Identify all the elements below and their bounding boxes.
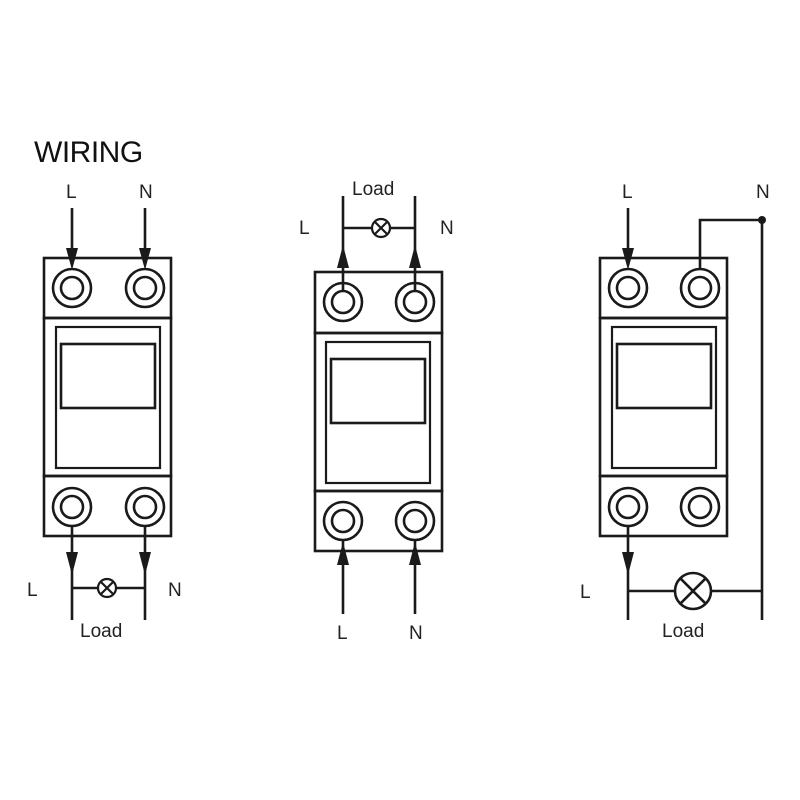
label-L-out: L <box>27 580 38 601</box>
lamp-icon <box>370 217 392 239</box>
meter-housing <box>313 331 444 493</box>
label-N-out: N <box>168 580 182 601</box>
label-L-in: L <box>622 182 633 203</box>
meter-body <box>313 270 444 553</box>
terminal <box>124 486 166 528</box>
bottom-terminal-block <box>313 489 444 553</box>
top-terminal-block <box>598 256 729 320</box>
label-L-in: L <box>337 623 348 644</box>
bottom-terminal-block <box>42 474 173 538</box>
meter-body <box>42 256 173 538</box>
meter-panel <box>54 325 162 470</box>
diagram-1: L N L N Load <box>27 182 182 642</box>
label-N-in: N <box>139 182 153 203</box>
meter-housing <box>598 316 729 478</box>
diagram-2: Load L N L N <box>299 179 454 644</box>
line-output-arrow <box>337 196 349 290</box>
lamp-icon <box>673 571 713 611</box>
figure-title: WIRING <box>34 136 143 169</box>
top-terminal-block <box>313 270 444 335</box>
diagram-3: L N L Load <box>580 182 770 642</box>
label-N-out: N <box>440 218 454 239</box>
label-L-out: L <box>299 218 310 239</box>
neutral-output-arrow <box>139 526 151 620</box>
terminal <box>607 486 649 528</box>
meter-display <box>615 342 713 410</box>
meter-display <box>59 342 157 410</box>
bottom-terminal-block <box>598 474 729 538</box>
label-L-in: L <box>66 182 77 203</box>
terminal <box>679 267 721 309</box>
line-input-arrow <box>337 540 349 614</box>
meter-display <box>329 357 427 425</box>
line-input-arrow <box>622 208 634 270</box>
label-N-in: N <box>409 623 423 644</box>
meter-body <box>598 256 729 538</box>
terminal <box>322 500 364 542</box>
terminal <box>51 486 93 528</box>
label-load: Load <box>662 621 704 642</box>
meter-panel <box>610 325 718 470</box>
line-input-arrow <box>66 208 78 270</box>
line-output-arrow <box>66 526 78 620</box>
junction-dot <box>758 216 766 224</box>
neutral-input-arrow <box>139 208 151 270</box>
neutral-bus <box>698 216 766 620</box>
top-terminal-block <box>42 256 173 320</box>
terminal <box>51 267 93 309</box>
label-N-in: N <box>756 182 770 203</box>
terminal <box>607 267 649 309</box>
terminal <box>679 486 721 528</box>
lamp-icon <box>96 577 118 599</box>
label-load: Load <box>80 621 122 642</box>
neutral-input-arrow <box>409 540 421 614</box>
terminal <box>124 267 166 309</box>
line-output-arrow <box>622 526 634 620</box>
terminal <box>394 500 436 542</box>
meter-housing <box>42 316 173 478</box>
label-load: Load <box>352 179 394 200</box>
label-L-out: L <box>580 582 591 603</box>
meter-panel <box>324 340 432 485</box>
neutral-output-arrow <box>409 196 421 290</box>
